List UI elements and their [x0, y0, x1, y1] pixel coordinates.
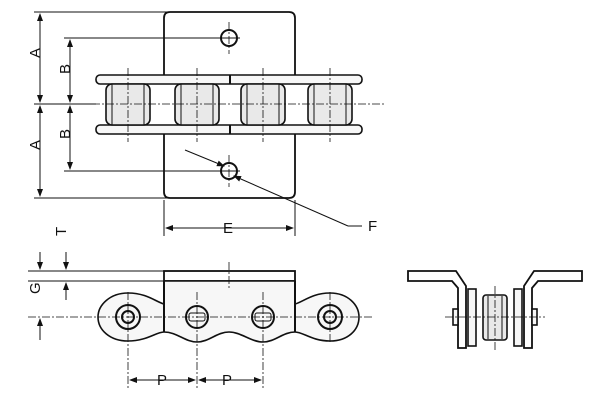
label-g: G — [27, 282, 44, 294]
end-outer-plate-left — [467, 288, 477, 347]
roller-1 — [105, 83, 151, 126]
end-view — [407, 270, 583, 352]
attachment-plate-upper — [163, 11, 296, 75]
top-view — [34, 11, 384, 236]
end-bracket-right — [523, 270, 583, 349]
end-bracket-left — [407, 270, 467, 349]
label-p-right: P — [222, 372, 232, 389]
label-b-upper: B — [57, 64, 74, 74]
end-outer-plate-right — [513, 288, 523, 347]
label-a-upper: A — [27, 48, 44, 58]
roller-2 — [174, 83, 220, 126]
attachment-plate-lower — [163, 134, 296, 199]
label-f: F — [368, 218, 377, 235]
label-b-lower: B — [57, 129, 74, 139]
label-t: T — [53, 227, 70, 236]
side-view — [28, 252, 372, 388]
label-p-left: P — [157, 372, 167, 389]
roller-4 — [307, 83, 353, 126]
roller-3 — [240, 83, 286, 126]
label-a-lower: A — [27, 140, 44, 150]
side-attachment-top — [163, 270, 296, 282]
label-e: E — [223, 220, 233, 237]
